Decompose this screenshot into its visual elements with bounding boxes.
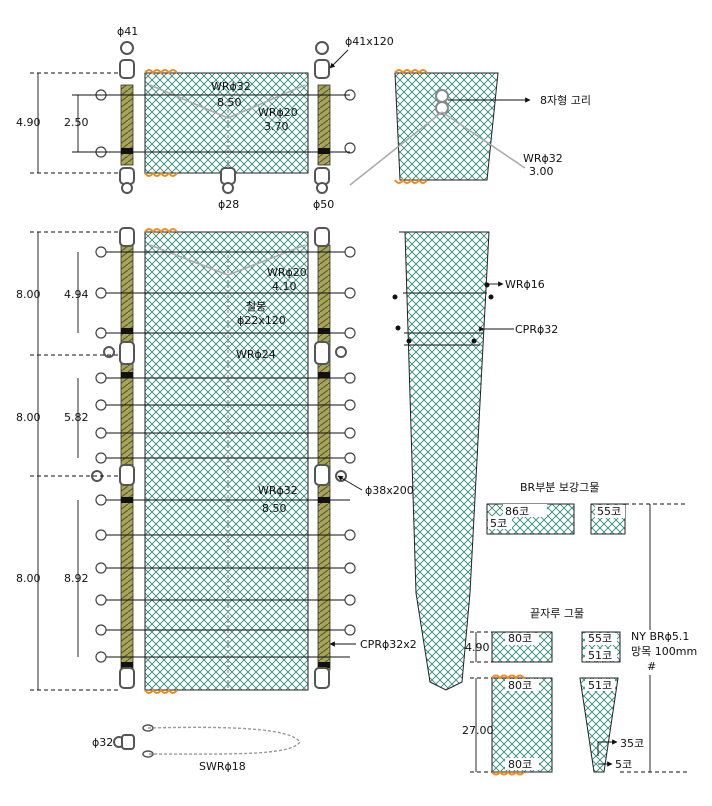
top-floats bbox=[144, 69, 178, 177]
shackle-icon bbox=[314, 167, 330, 194]
label-phi41: ϕ41 bbox=[117, 25, 138, 38]
label-8-ring: 8자형 고리 bbox=[540, 94, 591, 107]
label-wr16: WRϕ16 bbox=[505, 278, 545, 291]
label-800-c: 8.00 bbox=[16, 572, 41, 585]
shackle-icon bbox=[119, 227, 135, 247]
top-left-rope bbox=[120, 84, 134, 166]
label-490-top: 4.90 bbox=[16, 116, 41, 129]
shackle-icon bbox=[314, 41, 330, 79]
shackle-icon bbox=[103, 341, 135, 365]
label-ny-2: 망목 100mm bbox=[631, 645, 697, 658]
shackle-icon bbox=[119, 667, 135, 689]
label-ny-1: NY BRϕ5.1 bbox=[631, 630, 689, 643]
label-800-a: 8.00 bbox=[16, 288, 41, 301]
shackle-icon bbox=[113, 734, 135, 750]
shackle-icon bbox=[220, 167, 236, 194]
label-494: 4.94 bbox=[64, 288, 89, 301]
label-5-a: 5코 bbox=[490, 517, 507, 530]
label-cpr32x2: CPRϕ32x2 bbox=[360, 638, 417, 651]
main-right-rope bbox=[317, 244, 331, 671]
label-370: 3.70 bbox=[264, 120, 289, 133]
shackle-icon bbox=[314, 464, 347, 486]
label-892: 8.92 bbox=[64, 572, 89, 585]
label-wr32-top: WRϕ32 bbox=[211, 80, 251, 93]
label-wr20-main: WRϕ20 bbox=[267, 266, 307, 279]
long-codend: WRϕ16 CPRϕ32 bbox=[392, 231, 558, 691]
left-rings bbox=[95, 246, 107, 663]
label-55-b: 55코 bbox=[588, 632, 612, 645]
label-phi22: ϕ22x120 bbox=[237, 314, 286, 327]
label-51-b: 51코 bbox=[588, 679, 612, 692]
label-35: 35코 bbox=[620, 737, 644, 750]
label-wr20-top: WRϕ20 bbox=[258, 106, 298, 119]
ring bbox=[344, 142, 356, 154]
shackle-icon bbox=[119, 41, 135, 79]
label-cpr32: CPRϕ32 bbox=[515, 323, 558, 336]
label-phi28: ϕ28 bbox=[218, 198, 239, 211]
br-title: BR부분 보강그물 bbox=[520, 481, 599, 494]
label-phi32: ϕ32 bbox=[92, 736, 113, 749]
label-55-a: 55코 bbox=[597, 505, 621, 518]
label-86: 86코 bbox=[505, 505, 529, 518]
label-phi50: ϕ50 bbox=[313, 198, 334, 211]
label-250: 2.50 bbox=[64, 116, 89, 129]
shackle-icon bbox=[91, 464, 135, 486]
label-swr18: SWRϕ18 bbox=[199, 760, 246, 773]
label-2700: 27.00 bbox=[462, 724, 494, 737]
label-850-main: 8.50 bbox=[262, 502, 287, 515]
top-right-rope bbox=[317, 84, 331, 166]
label-300: 3.00 bbox=[529, 165, 554, 178]
label-582: 5.82 bbox=[64, 411, 89, 424]
label-80-a: 80코 bbox=[508, 632, 532, 645]
top-section: ϕ41 ϕ41x120 4.90 2.50 WRϕ32 8.50 WRϕ20 3… bbox=[16, 25, 394, 211]
label-wr24: WRϕ24 bbox=[236, 348, 276, 361]
br-reinforcement: BR부분 보강그물 86코 5코 55코 bbox=[486, 481, 626, 535]
shackle-icon bbox=[314, 341, 347, 365]
label-5-b: 5코 bbox=[615, 758, 632, 771]
label-410: 4.10 bbox=[272, 280, 297, 293]
label-80-b: 80코 bbox=[508, 679, 532, 692]
label-80-c: 80코 bbox=[508, 758, 532, 771]
main-body: 8.00 4.94 WRϕ20 4.10 철봉 ϕ22x120 WRϕ24 8.… bbox=[16, 227, 417, 694]
label-51-a: 51코 bbox=[588, 649, 612, 662]
shackle-icon bbox=[119, 167, 135, 194]
label-steel: 철봉 bbox=[246, 300, 266, 313]
tail-title: 끝자루 그물 bbox=[530, 607, 584, 620]
top-right-funnel: 8자형 고리 WRϕ32 3.00 bbox=[349, 69, 591, 186]
main-horizontal-lines bbox=[101, 251, 350, 658]
label-phi41x120: ϕ41x120 bbox=[345, 35, 394, 48]
label-wr32-main: WRϕ32 bbox=[258, 484, 298, 497]
main-left-rope bbox=[120, 244, 134, 671]
label-hash: # bbox=[647, 660, 656, 673]
label-phi38: ϕ38x200 bbox=[365, 484, 414, 497]
label-800-b: 8.00 bbox=[16, 411, 41, 424]
shackle-icon bbox=[314, 227, 330, 247]
tail-net: 끝자루 그물 80코 55코 51코 4.90 NY BRϕ5.1 망목 100… bbox=[462, 503, 697, 776]
top-net-panel bbox=[144, 72, 309, 174]
shackle-icon bbox=[314, 667, 330, 689]
label-490-tail: 4.90 bbox=[465, 641, 490, 654]
right-rings bbox=[344, 246, 356, 636]
label-wr32-funnel: WRϕ32 bbox=[523, 152, 563, 165]
swr-cable: ϕ32 SWRϕ18 bbox=[92, 724, 301, 773]
label-850-top: 8.50 bbox=[217, 96, 242, 109]
main-net-panel bbox=[144, 231, 309, 691]
